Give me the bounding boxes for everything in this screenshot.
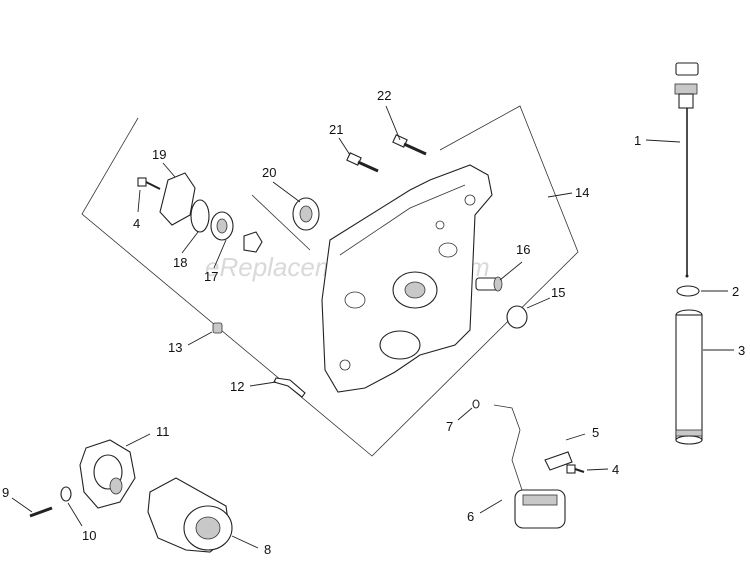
dipstick-o-ring-part[interactable] xyxy=(676,285,700,297)
callout-15[interactable]: 15 xyxy=(551,285,565,300)
callout-11[interactable]: 11 xyxy=(156,424,170,439)
closure-plate-part[interactable] xyxy=(321,164,493,393)
gasket-12-part[interactable] xyxy=(273,377,306,398)
callout-4-lower[interactable]: 4 xyxy=(612,462,619,477)
o-ring-15-part[interactable] xyxy=(506,305,528,329)
callout-2[interactable]: 2 xyxy=(732,284,739,299)
oil-seal-part[interactable] xyxy=(292,197,320,231)
callout-5[interactable]: 5 xyxy=(592,425,599,440)
leader-17 xyxy=(213,239,227,269)
leader-21 xyxy=(338,137,351,156)
leader-11 xyxy=(125,433,151,447)
callout-4-upper[interactable]: 4 xyxy=(133,216,140,231)
callout-6[interactable]: 6 xyxy=(467,509,474,524)
closure-plate-group-outline xyxy=(81,105,579,457)
callout-9[interactable]: 9 xyxy=(2,485,9,500)
leader-12 xyxy=(249,381,277,387)
leader-13 xyxy=(187,331,213,346)
callout-7[interactable]: 7 xyxy=(446,419,453,434)
leader-14 xyxy=(547,192,573,198)
callout-22[interactable]: 22 xyxy=(377,88,391,103)
fitting-13-part[interactable] xyxy=(212,322,223,334)
oil-filter-part[interactable] xyxy=(147,477,233,553)
leader-15 xyxy=(526,297,551,309)
filter-adapter-part[interactable] xyxy=(79,439,136,509)
seal-subgroup-outline xyxy=(251,194,311,251)
leader-22 xyxy=(385,105,401,141)
leader-16 xyxy=(499,261,523,281)
leader-6 xyxy=(479,499,503,514)
leader-7 xyxy=(457,407,473,421)
bolt-22-part[interactable] xyxy=(392,134,427,156)
callout-17[interactable]: 17 xyxy=(204,269,218,284)
callout-18[interactable]: 18 xyxy=(173,255,187,270)
leader-5 xyxy=(565,433,586,441)
callout-20[interactable]: 20 xyxy=(262,165,276,180)
dipstick-tube-part[interactable] xyxy=(675,309,703,445)
leader-9 xyxy=(11,497,33,513)
bolt-4-upper-part[interactable] xyxy=(137,177,161,190)
screw-9-part[interactable] xyxy=(29,506,53,518)
callout-16[interactable]: 16 xyxy=(516,242,530,257)
callout-10[interactable]: 10 xyxy=(82,528,96,543)
leader-18 xyxy=(181,231,199,254)
fitting-16-part[interactable] xyxy=(475,276,503,292)
plug-7-part[interactable] xyxy=(472,399,480,409)
o-ring-18-part[interactable] xyxy=(190,199,210,233)
dipstick-part[interactable] xyxy=(674,62,699,278)
leader-10 xyxy=(67,502,83,527)
leader-19 xyxy=(162,162,176,178)
leader-4b xyxy=(586,468,609,471)
leader-4a xyxy=(137,189,141,213)
callout-1[interactable]: 1 xyxy=(634,133,641,148)
bolt-4-lower-part[interactable] xyxy=(566,464,585,474)
gear-assembly-part[interactable] xyxy=(210,211,263,253)
washer-10-part[interactable] xyxy=(60,486,72,502)
callout-19[interactable]: 19 xyxy=(152,147,166,162)
bolt-21-part[interactable] xyxy=(346,152,379,173)
leader-1 xyxy=(645,139,681,143)
callout-14[interactable]: 14 xyxy=(575,185,589,200)
leader-8 xyxy=(231,535,259,549)
leader-20 xyxy=(272,181,301,203)
bracket-5-part[interactable] xyxy=(544,451,573,471)
callout-8[interactable]: 8 xyxy=(264,542,271,557)
cover-19-part[interactable] xyxy=(159,172,196,226)
callout-21[interactable]: 21 xyxy=(329,122,343,137)
callout-3[interactable]: 3 xyxy=(738,343,745,358)
callout-12[interactable]: 12 xyxy=(230,379,244,394)
callout-13[interactable]: 13 xyxy=(168,340,182,355)
oil-pickup-part[interactable] xyxy=(493,404,566,529)
